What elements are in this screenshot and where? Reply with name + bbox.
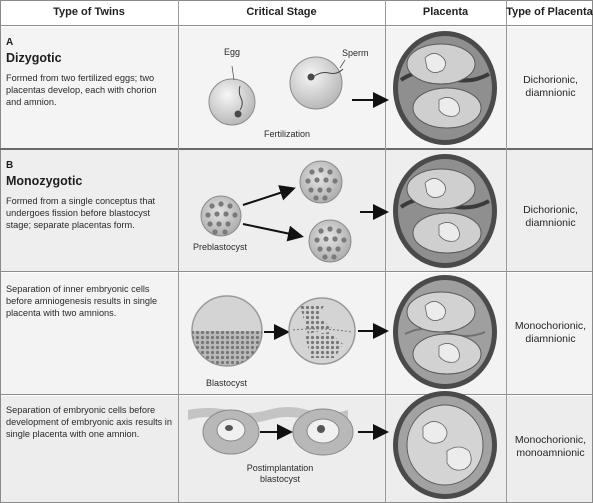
placenta-a-icon [393, 31, 497, 145]
label-blastocyst-2: blastocyst [230, 474, 330, 484]
label-blastocyst: Blastocyst [206, 378, 247, 388]
label-preblastocyst: Preblastocyst [193, 242, 247, 252]
blastocyst-icon [192, 296, 262, 366]
label-egg: Egg [224, 47, 240, 57]
split-cell-upper-icon [300, 161, 342, 203]
split-cell-lower-icon [309, 220, 351, 262]
egg-cell-icon [209, 66, 255, 125]
placenta-c-icon [393, 275, 497, 389]
preblastocyst-icon [201, 196, 241, 236]
split-blastocyst-icon [289, 298, 355, 364]
placenta-d-icon [393, 391, 497, 499]
split-arrow-upper [243, 189, 292, 205]
label-postimplantation: Postimplantation [230, 463, 330, 473]
label-sperm: Sperm [342, 48, 369, 58]
placenta-b-icon [393, 154, 497, 268]
split-arrow-lower [243, 224, 300, 236]
label-fertilization: Fertilization [264, 129, 310, 139]
fertilized-egg-icon [290, 57, 345, 109]
